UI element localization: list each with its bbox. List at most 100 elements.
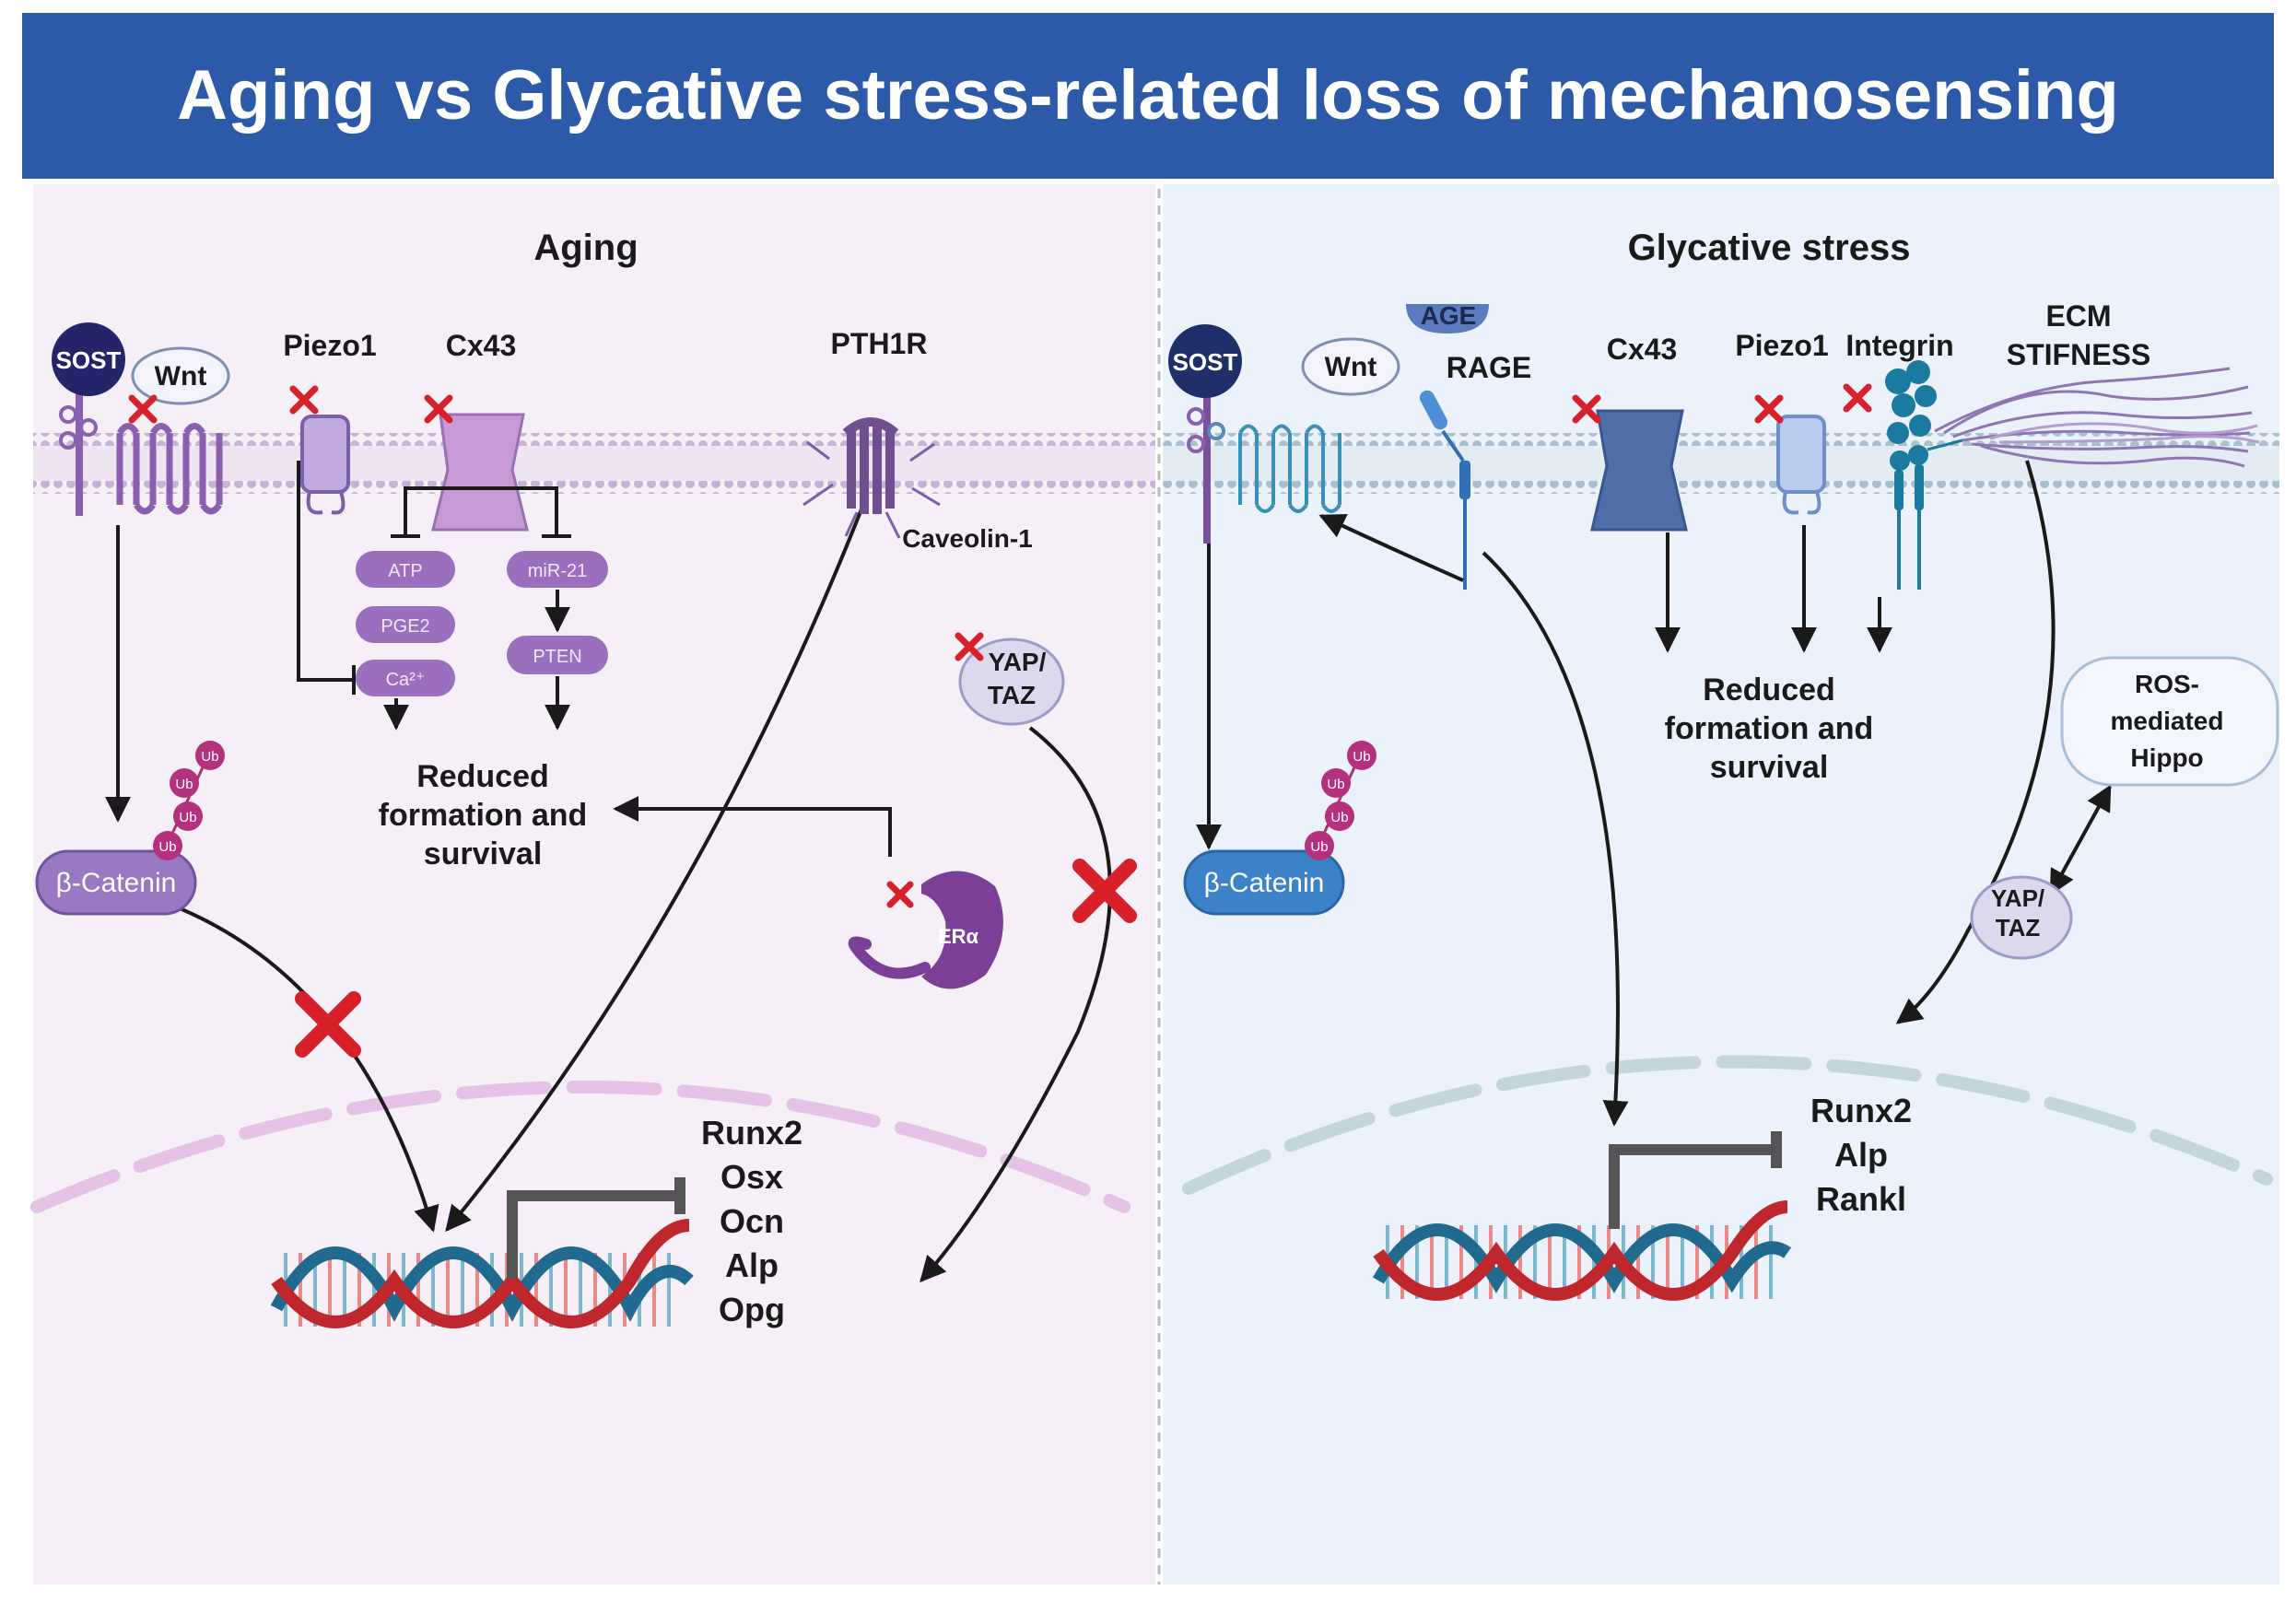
glycative-yaptaz-line-1: YAP/ <box>1991 884 2044 912</box>
glycative-cx43-label: Cx43 <box>1607 333 1678 366</box>
glycative-piezo1-block-x <box>1754 394 1784 424</box>
glycative-reduced-line-3: survival <box>1710 750 1829 785</box>
aging-pge2-pill <box>356 606 455 643</box>
aging-reduced-line-2: formation and <box>379 798 588 833</box>
aging-wnt-ball <box>131 346 230 405</box>
glycative-dna-helix <box>1372 1200 1792 1301</box>
glycative-ros-line-1: ROS- <box>2135 670 2199 698</box>
aging-ca-label: Ca²⁺ <box>386 670 426 690</box>
glycative-betacatenin-label: β-Catenin <box>1204 868 1325 898</box>
glycative-gene-1: Runx2 <box>1810 1092 1912 1129</box>
aging-beta-big-x <box>295 991 361 1058</box>
glycative-ub-4: Ub <box>1353 749 1370 765</box>
aging-atp-label: ATP <box>388 561 422 581</box>
aging-mir21-label: miR-21 <box>528 561 587 581</box>
glycative-reduced-line-2: formation and <box>1665 711 1874 746</box>
glycative-yaptaz-ball <box>1970 875 2073 960</box>
glycative-rage-receptor <box>1419 390 1470 590</box>
glycative-rage-wnt-arrow <box>1318 513 1464 582</box>
aging-sost-ball <box>52 322 125 396</box>
aging-piezo1-ca-inhibit <box>297 461 354 682</box>
glycative-sost-receptor <box>1187 387 1225 544</box>
glycative-ub-2: Ub <box>1330 810 1348 825</box>
glycative-rage-label: RAGE <box>1447 351 1531 384</box>
aging-ub-1: Ub <box>158 839 176 855</box>
aging-gene-1: Runx2 <box>701 1114 802 1152</box>
aging-pth1r-dna-arrow <box>445 497 868 1233</box>
glycative-ros-line-2: mediated <box>2111 707 2224 735</box>
aging-piezo1-channel <box>300 415 350 494</box>
glycative-sost-label: SOST <box>1173 348 1238 376</box>
aging-sost-label: SOST <box>56 346 122 374</box>
glycative-reduced-line-1: Reduced <box>1703 672 1835 708</box>
glycative-integrin-block-x <box>1843 383 1872 413</box>
aging-yaptaz-line-1: YAP/ <box>989 648 1047 676</box>
glycative-ecm-integrin-link <box>1927 439 1963 451</box>
aging-reduced-line-3: survival <box>424 836 543 871</box>
glycative-gene-3: Rankl <box>1816 1180 1906 1218</box>
glycative-ub-3: Ub <box>1327 777 1344 792</box>
glycative-ros-line-3: Hippo <box>2130 743 2203 772</box>
aging-caveolin-label: Caveolin-1 <box>902 524 1033 553</box>
aging-heading: Aging <box>533 228 638 268</box>
aging-lrp-receptor <box>116 423 223 515</box>
glycative-betacatenin-pill <box>1183 849 1345 916</box>
glycative-sost-ball <box>1168 324 1242 398</box>
aging-ca-pill <box>356 660 455 696</box>
aging-betacatenin-label: β-Catenin <box>56 868 177 898</box>
aging-atp-pill <box>356 551 455 588</box>
glycative-piezo1-tail <box>1782 491 1822 515</box>
glycative-piezo1-label: Piezo1 <box>1735 329 1828 362</box>
aging-piezo1-tail <box>306 491 346 515</box>
aging-era-reduced-arrow <box>613 796 892 857</box>
aging-betacatenin-pill <box>35 849 197 916</box>
glycative-ecm-line-2: STIFNESS <box>2007 338 2150 371</box>
glycative-ros-box <box>2060 656 2279 787</box>
aging-gene-4: Alp <box>725 1246 779 1284</box>
glycative-rage-nucleus-arrow <box>1482 551 1629 1127</box>
aging-sost-receptor <box>59 387 98 516</box>
aging-era-block-x <box>886 881 914 908</box>
glycative-heading: Glycative stress <box>1628 228 1911 268</box>
aging-pth1r-label: PTH1R <box>831 327 928 360</box>
figure-title: Aging vs Glycative stress-related loss o… <box>177 56 2119 134</box>
glycative-integrin-label: Integrin <box>1845 329 1953 362</box>
aging-pth1r-receptor <box>842 417 899 514</box>
aging-gene-2: Osx <box>720 1158 783 1196</box>
aging-yaptaz-dna-arrow <box>920 726 1112 1283</box>
aging-pge2-label: PGE2 <box>381 616 429 637</box>
glycative-wnt-label: Wnt <box>1325 352 1377 382</box>
glycative-yaptaz-line-2: TAZ <box>1996 914 2041 942</box>
aging-gene-5: Opg <box>719 1291 785 1328</box>
aging-cx43-channel <box>431 413 529 532</box>
aging-pten-pill <box>507 636 608 674</box>
aging-nuclear-envelope <box>30 1081 1130 1213</box>
glycative-ecm-line-1: ECM <box>2045 299 2111 333</box>
aging-cx43-block-x <box>424 394 453 424</box>
aging-era-tail <box>848 936 931 979</box>
aging-pten-label: PTEN <box>533 647 581 667</box>
aging-ub-4: Ub <box>201 749 218 765</box>
glycative-cx43-channel <box>1590 409 1688 532</box>
glycative-arrows <box>1196 460 2112 1127</box>
title-banner: Aging vs Glycative stress-related loss o… <box>22 13 2274 179</box>
glycative-ub-1: Ub <box>1310 839 1328 855</box>
aging-reduced-line-1: Reduced <box>416 759 549 794</box>
glycative-ecm-nucleus-arrow <box>1895 460 2056 1024</box>
glycative-ub-chain <box>1305 741 1376 860</box>
glycative-age-ball <box>1406 304 1489 333</box>
glycative-yaptaz-ros-arrow <box>2049 784 2112 896</box>
glycative-gene-repression-bar <box>1609 1131 1782 1229</box>
aging-piezo1-label: Piezo1 <box>283 329 376 362</box>
glycative-gene-2: Alp <box>1834 1136 1888 1174</box>
aging-ub-2: Ub <box>179 810 196 825</box>
aging-cx43-label: Cx43 <box>446 329 517 362</box>
aging-dna-helix <box>270 1219 694 1328</box>
aging-ub-chain <box>153 741 225 860</box>
aging-caveolin-strands <box>802 440 941 539</box>
aging-era-receptor <box>921 871 1003 989</box>
aging-wnt-block-x <box>128 394 158 424</box>
glycative-lrp-receptor <box>1238 424 1341 513</box>
aging-yaptaz-block-x <box>955 632 984 661</box>
